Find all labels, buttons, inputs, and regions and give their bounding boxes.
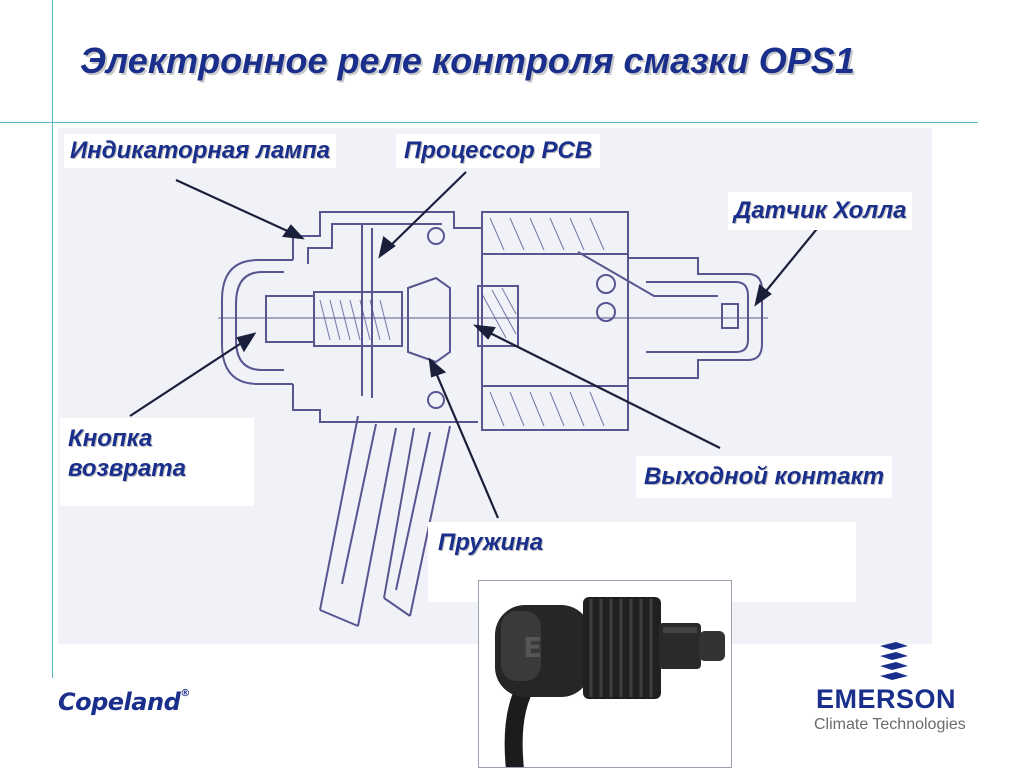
- product-photo: E: [478, 580, 732, 768]
- ops1-sensor-photo: E: [479, 581, 731, 767]
- copeland-logo: Copeland®: [58, 688, 190, 716]
- emerson-logo-icon: [880, 642, 908, 680]
- registered-mark-icon: ®: [180, 688, 190, 699]
- emerson-logo-text: EMERSON: [816, 684, 957, 714]
- accent-horizontal-line: [0, 122, 978, 123]
- label-hall-sensor: Датчик Холла: [728, 192, 913, 230]
- accent-vertical-line: [52, 0, 53, 678]
- emerson-subtitle: Climate Technologies: [814, 716, 966, 733]
- label-output-contact: Выходной контакт: [636, 456, 893, 498]
- copeland-logo-text: Copeland: [58, 688, 181, 716]
- label-indicator-lamp: Индикаторная лампа: [64, 134, 337, 168]
- svg-text:E: E: [523, 631, 542, 664]
- slide-title: Электронное реле контроля смазки OPS1: [80, 40, 855, 81]
- label-pcb-processor: Процессор PCB: [396, 134, 601, 168]
- label-reset-button: Кнопка возврата: [60, 418, 254, 506]
